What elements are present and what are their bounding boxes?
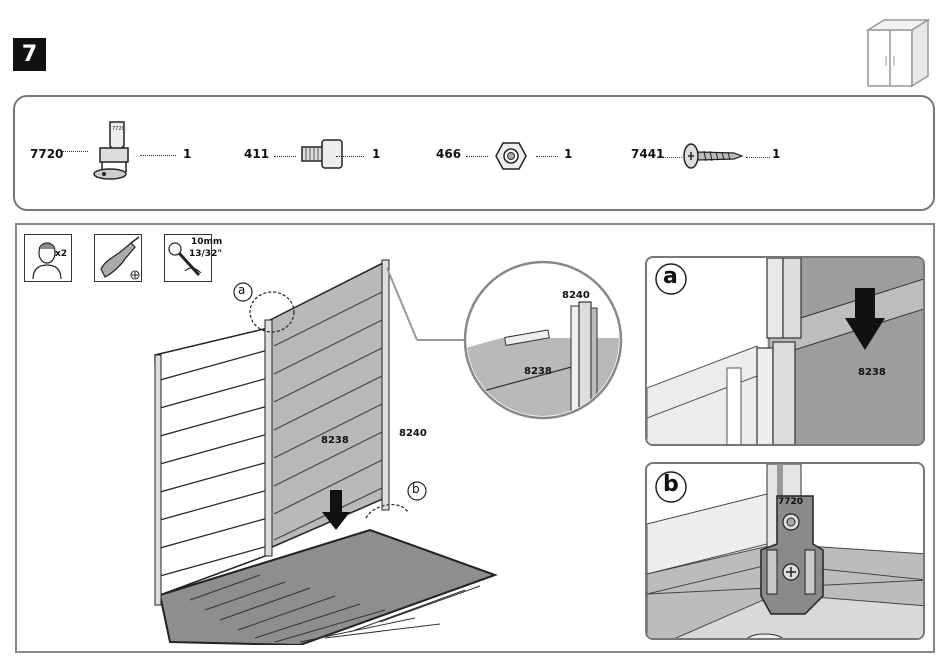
two-persons-tool-card: x2 — [24, 234, 72, 282]
zoom-label-8238: 8238 — [524, 366, 552, 377]
zoom-detail-circle — [385, 258, 625, 433]
part-qty-7441: 1 — [772, 147, 780, 161]
step-number-badge: 7 — [13, 38, 46, 71]
detail-b-illustration — [647, 464, 925, 640]
leader-dots — [746, 157, 770, 158]
leader-dots — [536, 156, 558, 157]
square-nut-bolt-icon — [298, 138, 346, 172]
leader-dots — [466, 156, 488, 157]
callout-b-letter: b — [412, 482, 420, 496]
leader-dots — [140, 155, 176, 156]
detail-a-label-8238: 8238 — [858, 367, 886, 378]
screw-icon — [682, 140, 746, 172]
detail-b-letter: b — [663, 472, 679, 497]
detail-b-label-7720: 7720 — [778, 497, 803, 507]
part-code-7441: 7441 — [631, 147, 664, 161]
drill-icon — [95, 235, 141, 281]
part-code-466: 466 — [436, 147, 461, 161]
part-code-411: 411 — [244, 147, 269, 161]
zoom-label-8240: 8240 — [562, 290, 590, 301]
panel-label-8238: 8238 — [321, 435, 349, 446]
part-qty-411: 1 — [372, 147, 380, 161]
leader-dots — [336, 156, 364, 157]
wrench-size: 10mm — [191, 237, 222, 247]
parts-list-panel — [13, 95, 935, 211]
part-qty-466: 1 — [564, 147, 572, 161]
callout-a-letter: a — [238, 283, 245, 297]
leader-dots — [274, 156, 296, 157]
part-qty-7720: 1 — [183, 147, 191, 161]
leader-dots — [62, 151, 88, 152]
bracket-icon: 7720 — [88, 118, 138, 184]
svg-text:7720: 7720 — [112, 126, 125, 132]
part-code-7720: 7720 — [30, 147, 63, 161]
detail-a-letter: a — [663, 264, 678, 289]
persons-count: x2 — [55, 249, 67, 259]
cabinet-thumbnail-icon — [860, 16, 936, 90]
hex-nut-icon — [494, 140, 528, 172]
drill-tool-card — [94, 234, 142, 282]
leader-dots — [660, 157, 682, 158]
detail-a-illustration — [647, 258, 925, 446]
